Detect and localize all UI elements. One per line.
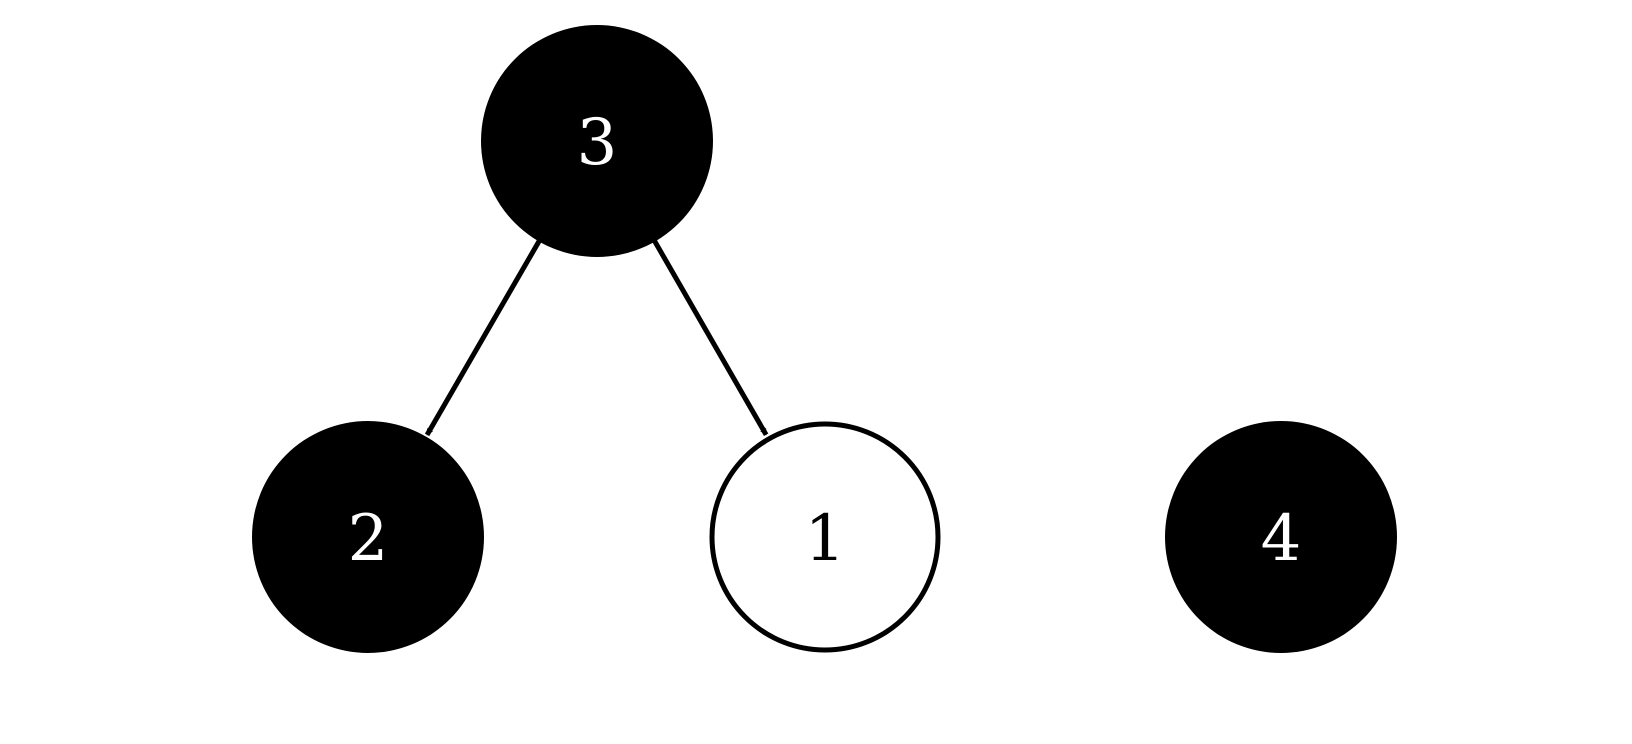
node-3: 3 — [481, 25, 713, 257]
nodes-layer: 3 2 1 4 — [252, 25, 1397, 653]
node-4: 4 — [1165, 421, 1397, 653]
edge-3-to-2 — [424, 238, 543, 437]
edges-layer — [424, 238, 769, 437]
node-2: 2 — [252, 421, 484, 653]
node-circle-4 — [1165, 421, 1397, 653]
node-circle-3 — [481, 25, 713, 257]
node-label-1: 1 — [805, 502, 846, 576]
edge-3-to-1 — [651, 238, 769, 436]
node-circle-2 — [252, 421, 484, 653]
node-label-2: 2 — [348, 502, 389, 576]
node-label-3: 3 — [577, 106, 618, 180]
node-circle-1 — [709, 421, 941, 653]
node-1: 1 — [709, 421, 941, 653]
node-label-4: 4 — [1261, 502, 1302, 576]
